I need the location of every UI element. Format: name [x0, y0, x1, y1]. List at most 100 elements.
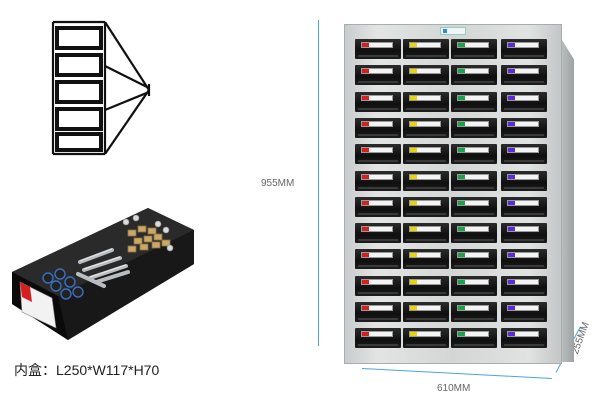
drawer-pull-lip: [406, 133, 446, 136]
drawer-label: [457, 42, 489, 48]
drawer-pull-lip: [358, 291, 398, 294]
drawer-label: [457, 68, 489, 75]
drawer: [355, 91, 401, 112]
drawer-label: [507, 147, 539, 154]
drawer-column: [501, 39, 547, 359]
drawer-label: [409, 305, 441, 311]
drawer: [501, 117, 547, 138]
drawer-pull-lip: [454, 133, 494, 136]
drawer-label: [507, 278, 539, 285]
drawer: [355, 223, 401, 244]
height-dimension-line: [318, 20, 319, 346]
drawer-pull-lip: [504, 133, 544, 136]
drawer: [451, 196, 497, 217]
drawer: [501, 328, 547, 349]
drawer-column: [355, 39, 401, 359]
drawer-pull-lip: [406, 318, 446, 320]
drawer: [501, 91, 547, 112]
drawer-label: [361, 226, 393, 233]
drawer-label: [409, 226, 441, 233]
drawer-label: [361, 331, 393, 338]
drawer-label: [507, 120, 539, 127]
drawer-pull-lip: [504, 239, 544, 242]
drawer-label: [507, 226, 539, 233]
height-dimension-label: 955MM: [261, 178, 295, 189]
drawer-label: [361, 199, 393, 206]
drawer-pull-lip: [406, 55, 446, 57]
drawer-label: [507, 42, 539, 48]
drawer-pull-lip: [504, 160, 544, 163]
drawer: [403, 39, 449, 59]
drawer-pull-lip: [454, 212, 494, 215]
drawer-pull-lip: [504, 318, 544, 320]
drawer-label: [457, 278, 489, 285]
drawer-pull-lip: [454, 239, 494, 242]
drawer-pull-lip: [406, 107, 446, 110]
drawer-pull-lip: [504, 186, 544, 189]
drawer: [501, 223, 547, 244]
drawer-cabinet: [344, 24, 562, 364]
drawer: [355, 328, 401, 349]
drawer-pull-lip: [406, 239, 446, 242]
drawer-label: [409, 278, 441, 285]
drawer: [501, 196, 547, 217]
cabinet-side-panel: [562, 40, 574, 362]
drawer-label: [361, 68, 393, 75]
drawer-pull-lip: [504, 291, 544, 294]
drawer-pull-lip: [358, 318, 398, 320]
drawer-pull-lip: [406, 344, 446, 347]
drawer: [355, 275, 401, 296]
drawer-label: [361, 252, 393, 259]
drawer-pull-lip: [454, 186, 494, 189]
drawer: [355, 65, 401, 86]
drawer: [451, 65, 497, 86]
inner-box-caption: 内盒：L250*W117*H70: [14, 362, 160, 378]
drawer: [451, 328, 497, 349]
drawer-pull-lip: [454, 160, 494, 163]
drawer: [403, 144, 449, 165]
drawer-pull-lip: [406, 186, 446, 189]
drawer: [355, 144, 401, 165]
drawer: [403, 328, 449, 349]
drawer-column: [451, 39, 497, 359]
drawer: [355, 170, 401, 191]
drawer-label: [361, 305, 393, 311]
drawer: [355, 117, 401, 138]
drawer-pull-lip: [406, 265, 446, 268]
drawer-pull-lip: [358, 186, 398, 189]
drawer-label: [409, 120, 441, 127]
width-dimension-label: 610MM: [437, 383, 471, 394]
drawer-pull-lip: [358, 160, 398, 163]
drawer: [451, 91, 497, 112]
drawer-label: [507, 305, 539, 311]
drawer-pull-lip: [454, 265, 494, 268]
drawer: [403, 117, 449, 138]
drawer-label: [457, 173, 489, 180]
drawer-label: [361, 173, 393, 180]
drawer-label: [409, 42, 441, 48]
drawer-pull-lip: [358, 212, 398, 215]
drawer: [403, 249, 449, 270]
drawer-pull-lip: [406, 160, 446, 163]
drawer: [355, 302, 401, 322]
drawer: [403, 223, 449, 244]
drawer-label: [409, 68, 441, 75]
drawer: [451, 249, 497, 270]
drawer: [403, 170, 449, 191]
drawer-pull-lip: [358, 239, 398, 242]
drawer-pull-lip: [504, 107, 544, 110]
drawer: [403, 91, 449, 112]
drawer: [451, 144, 497, 165]
drawer: [451, 302, 497, 322]
drawer-label: [361, 42, 393, 48]
drawer-label: [457, 252, 489, 259]
drawer: [403, 65, 449, 86]
drawer-pull-lip: [454, 81, 494, 84]
drawer-pull-lip: [358, 81, 398, 84]
drawer-pull-lip: [454, 291, 494, 294]
drawer-pull-lip: [504, 55, 544, 57]
bin-rack-drawing: [51, 20, 151, 156]
drawer-pull-lip: [406, 212, 446, 215]
drawer: [451, 117, 497, 138]
drawer: [355, 196, 401, 217]
